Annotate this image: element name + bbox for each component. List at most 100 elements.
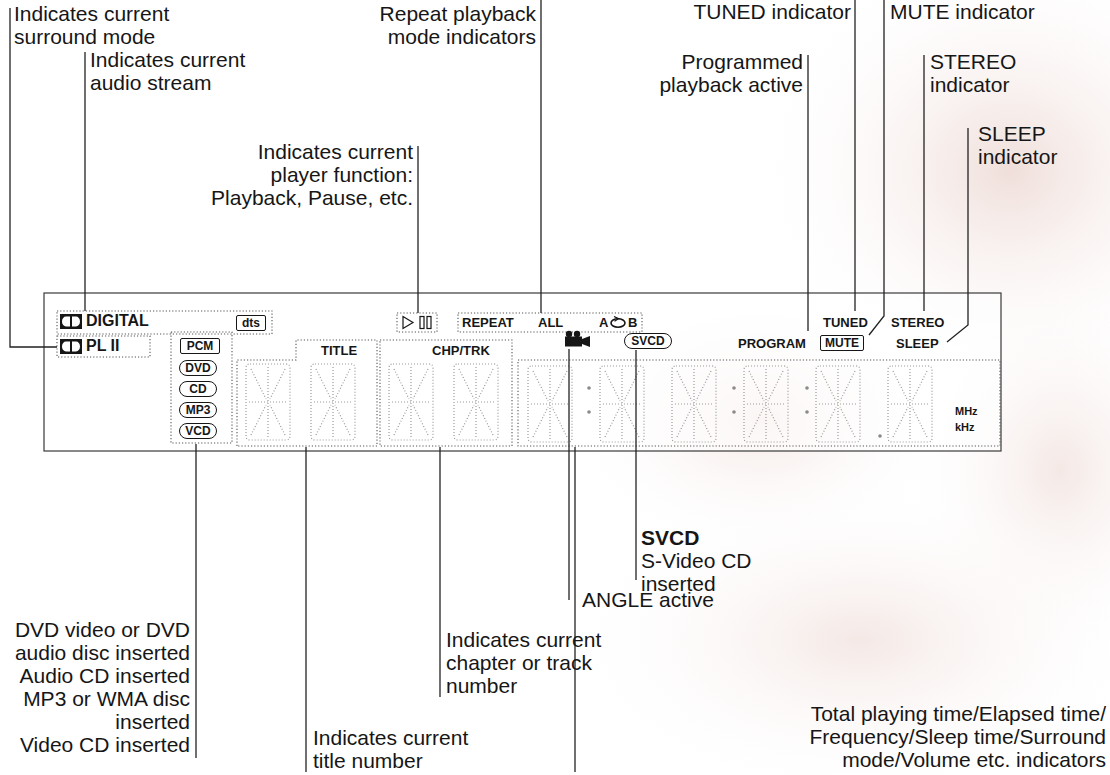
digit-segment bbox=[624, 407, 639, 437]
indicator-text: dts bbox=[242, 317, 260, 330]
digit-segment bbox=[912, 371, 927, 401]
digit-segment bbox=[533, 371, 548, 401]
digit-segment bbox=[389, 364, 433, 440]
callout-text: MUTE indicator bbox=[890, 0, 1035, 23]
digit-segment bbox=[672, 366, 716, 442]
disc-type-oval: DVD bbox=[179, 360, 217, 376]
digit-segment bbox=[909, 369, 910, 439]
digit-segment bbox=[533, 407, 548, 437]
panel-frame bbox=[44, 293, 1001, 451]
repeat-loop-symbol bbox=[611, 317, 625, 328]
digit-segment bbox=[475, 367, 476, 437]
digit-segment bbox=[311, 364, 355, 440]
digit-segment bbox=[246, 364, 290, 440]
digit-segment bbox=[392, 401, 430, 402]
disc-type-oval: VCD bbox=[179, 423, 217, 439]
digit-segment bbox=[821, 407, 836, 437]
callout-text: SVCD bbox=[641, 526, 699, 549]
panel-indicator-text: TITLE bbox=[321, 343, 357, 358]
digit-segment bbox=[891, 403, 929, 404]
digit-segment bbox=[478, 369, 493, 399]
callout-text: DVD video or DVD audio disc inserted bbox=[5, 618, 190, 664]
digit-segment bbox=[837, 369, 838, 439]
digit-segment bbox=[675, 403, 713, 404]
callout-text: Audio CD inserted bbox=[20, 664, 190, 687]
panel-indicator-text: ALL bbox=[538, 315, 563, 330]
disc-type-oval: MP3 bbox=[179, 402, 217, 418]
digit-segment bbox=[251, 369, 266, 399]
digit-segment bbox=[603, 403, 641, 404]
digit-segment bbox=[749, 371, 764, 401]
digit-segment bbox=[744, 366, 788, 442]
callout-text: Indicates current surround mode bbox=[14, 2, 214, 48]
digit-segment bbox=[749, 407, 764, 437]
digit-segment bbox=[528, 366, 572, 442]
digit-segment bbox=[677, 407, 692, 437]
digit-segment bbox=[888, 366, 932, 442]
panel-indicator-text: kHz bbox=[955, 421, 975, 434]
digit-segment bbox=[314, 401, 352, 402]
digit-segment bbox=[267, 367, 268, 437]
digit-segment bbox=[413, 369, 428, 399]
digit-segment bbox=[840, 407, 855, 437]
digit-segment bbox=[270, 405, 285, 435]
dolby-symbol bbox=[60, 314, 82, 354]
digit-segment bbox=[768, 371, 783, 401]
indicator-text: MP3 bbox=[186, 404, 211, 417]
callout-text: Programmed playback active bbox=[643, 50, 803, 96]
digit-segment bbox=[840, 371, 855, 401]
digit-segment bbox=[552, 407, 567, 437]
digit-segment bbox=[605, 371, 620, 401]
digit-segment bbox=[459, 405, 474, 435]
indicator-groups bbox=[57, 311, 1000, 446]
panel-indicator-text: STEREO bbox=[891, 315, 944, 330]
indicator-box: MUTE bbox=[820, 335, 864, 351]
digit-segment bbox=[457, 401, 495, 402]
indicator-text: DVD bbox=[185, 362, 210, 375]
digit-segment bbox=[696, 407, 711, 437]
panel-indicator-text: MHz bbox=[955, 405, 978, 418]
callout-text: Indicates current audio stream bbox=[90, 48, 290, 94]
callout-text: Total playing time/Elapsed time/ Frequen… bbox=[776, 702, 1106, 771]
digit-segment bbox=[693, 369, 694, 439]
digit-segment bbox=[819, 403, 857, 404]
digit-segment bbox=[552, 371, 567, 401]
callout-text: STEREO indicator bbox=[930, 50, 1050, 96]
digit-segment bbox=[765, 369, 766, 439]
panel-indicator-text: TUNED bbox=[823, 315, 868, 330]
digit-segment bbox=[893, 407, 908, 437]
indicator-box: dts bbox=[236, 315, 266, 331]
digit-segment bbox=[316, 405, 331, 435]
digit-segment bbox=[605, 407, 620, 437]
digit-segment bbox=[696, 371, 711, 401]
play-pause-symbol bbox=[403, 317, 431, 329]
indicator-text: SVCD bbox=[631, 335, 664, 348]
digit-segment bbox=[478, 405, 493, 435]
callout-text: Video CD inserted bbox=[20, 733, 190, 756]
digit-segment bbox=[335, 405, 350, 435]
digit-segment bbox=[747, 403, 785, 404]
panel-indicator-text: A bbox=[599, 315, 608, 330]
panel-indicator-text: B bbox=[628, 315, 637, 330]
callout-text: MP3 or WMA disc inserted bbox=[5, 687, 190, 733]
digit-segment bbox=[249, 401, 287, 402]
panel-indicator-text: PROGRAM bbox=[738, 336, 806, 351]
indicator-text: CD bbox=[189, 383, 206, 396]
digit-segment bbox=[893, 371, 908, 401]
callout-text: Indicates current player function: Playb… bbox=[201, 140, 413, 209]
panel-indicator-text: PL II bbox=[86, 337, 120, 355]
digit-segment bbox=[394, 405, 409, 435]
digit-segment bbox=[394, 369, 409, 399]
digit-segment bbox=[768, 407, 783, 437]
digit-segment bbox=[251, 405, 266, 435]
callout-text: Repeat playback mode indicators bbox=[356, 2, 536, 48]
digit-segment bbox=[410, 367, 411, 437]
digit-segment bbox=[816, 366, 860, 442]
digit-segment bbox=[549, 369, 550, 439]
digit-segment bbox=[624, 371, 639, 401]
angle-camera-icon bbox=[565, 331, 590, 347]
digit-colons bbox=[587, 386, 882, 438]
indicator-text: MUTE bbox=[825, 337, 859, 350]
digit-segment bbox=[335, 369, 350, 399]
